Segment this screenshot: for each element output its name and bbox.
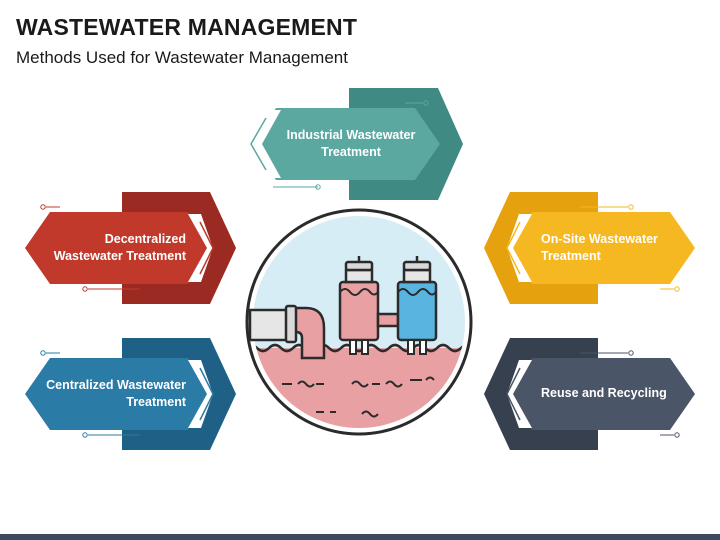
footer-bar bbox=[0, 534, 720, 540]
method-centralized bbox=[25, 338, 236, 450]
method-industrial-front-hex bbox=[251, 108, 440, 180]
method-label-decentralized: Decentralized Wastewater Treatment bbox=[53, 231, 186, 263]
method-industrial bbox=[250, 88, 463, 200]
slide-title: WASTEWATER MANAGEMENT bbox=[16, 14, 358, 40]
method-centralized-front-hex bbox=[25, 358, 213, 430]
method-decentralized bbox=[25, 192, 236, 304]
method-label-industrial: Industrial Wastewater Treatment bbox=[286, 127, 416, 159]
method-label-onsite: On-Site Wastewater Treatment bbox=[541, 231, 658, 263]
method-label-reuse: Reuse and Recycling bbox=[541, 386, 667, 401]
method-onsite-front-hex bbox=[507, 212, 695, 284]
method-reuse bbox=[484, 338, 695, 450]
method-decentralized-front-hex bbox=[25, 212, 213, 284]
method-label-centralized: Centralized Wastewater Treatment bbox=[46, 377, 186, 409]
method-onsite bbox=[484, 192, 695, 304]
slide-subtitle: Methods Used for Wastewater Management bbox=[16, 48, 348, 67]
wastewater-pipe-and-tanks-icon bbox=[245, 208, 473, 436]
method-reuse-front-hex bbox=[507, 358, 695, 430]
